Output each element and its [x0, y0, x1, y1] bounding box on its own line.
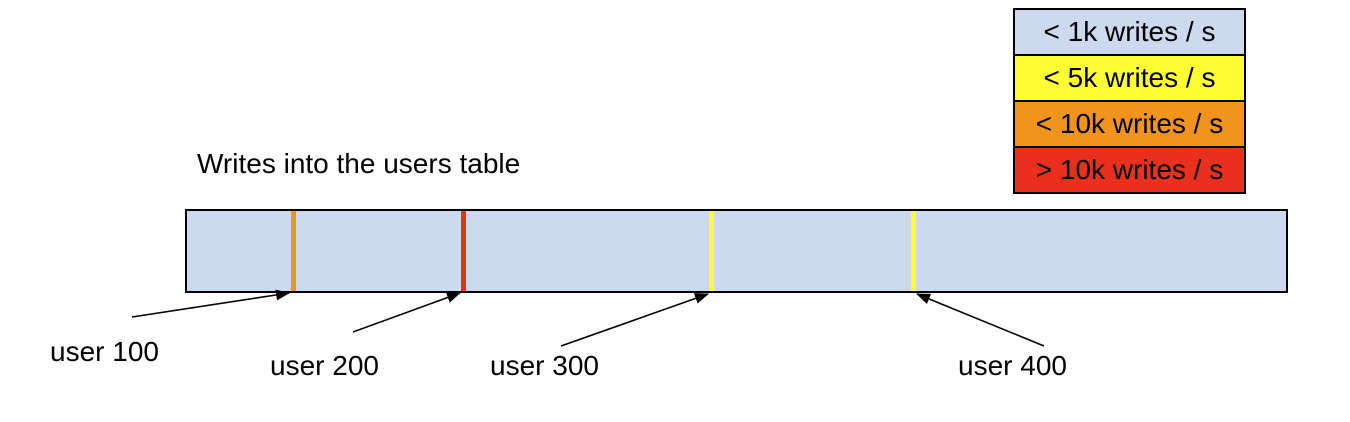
shard-marker-user-300	[709, 211, 714, 291]
users-table-bar	[185, 209, 1288, 293]
shard-marker-user-100	[291, 211, 296, 291]
legend: < 1k writes / s < 5k writes / s < 10k wr…	[1013, 8, 1246, 194]
arrow-user-100	[131, 289, 290, 318]
arrow-user-300	[560, 293, 709, 347]
legend-item-lt-5k: < 5k writes / s	[1013, 54, 1246, 102]
shard-marker-user-200	[461, 211, 466, 291]
label-user-100: user 100	[50, 336, 159, 367]
legend-item-lt-10k: < 10k writes / s	[1013, 100, 1246, 148]
label-user-400: user 400	[958, 350, 1067, 381]
arrow-user-200	[352, 292, 461, 333]
legend-item-lt-1k: < 1k writes / s	[1013, 8, 1246, 56]
diagram-title: Writes into the users table	[197, 148, 521, 179]
label-user-300: user 300	[490, 350, 599, 381]
legend-item-gt-10k: > 10k writes / s	[1013, 146, 1246, 194]
shard-marker-user-400	[911, 211, 916, 291]
label-user-200: user 200	[270, 350, 379, 381]
arrow-user-400	[916, 293, 1045, 347]
